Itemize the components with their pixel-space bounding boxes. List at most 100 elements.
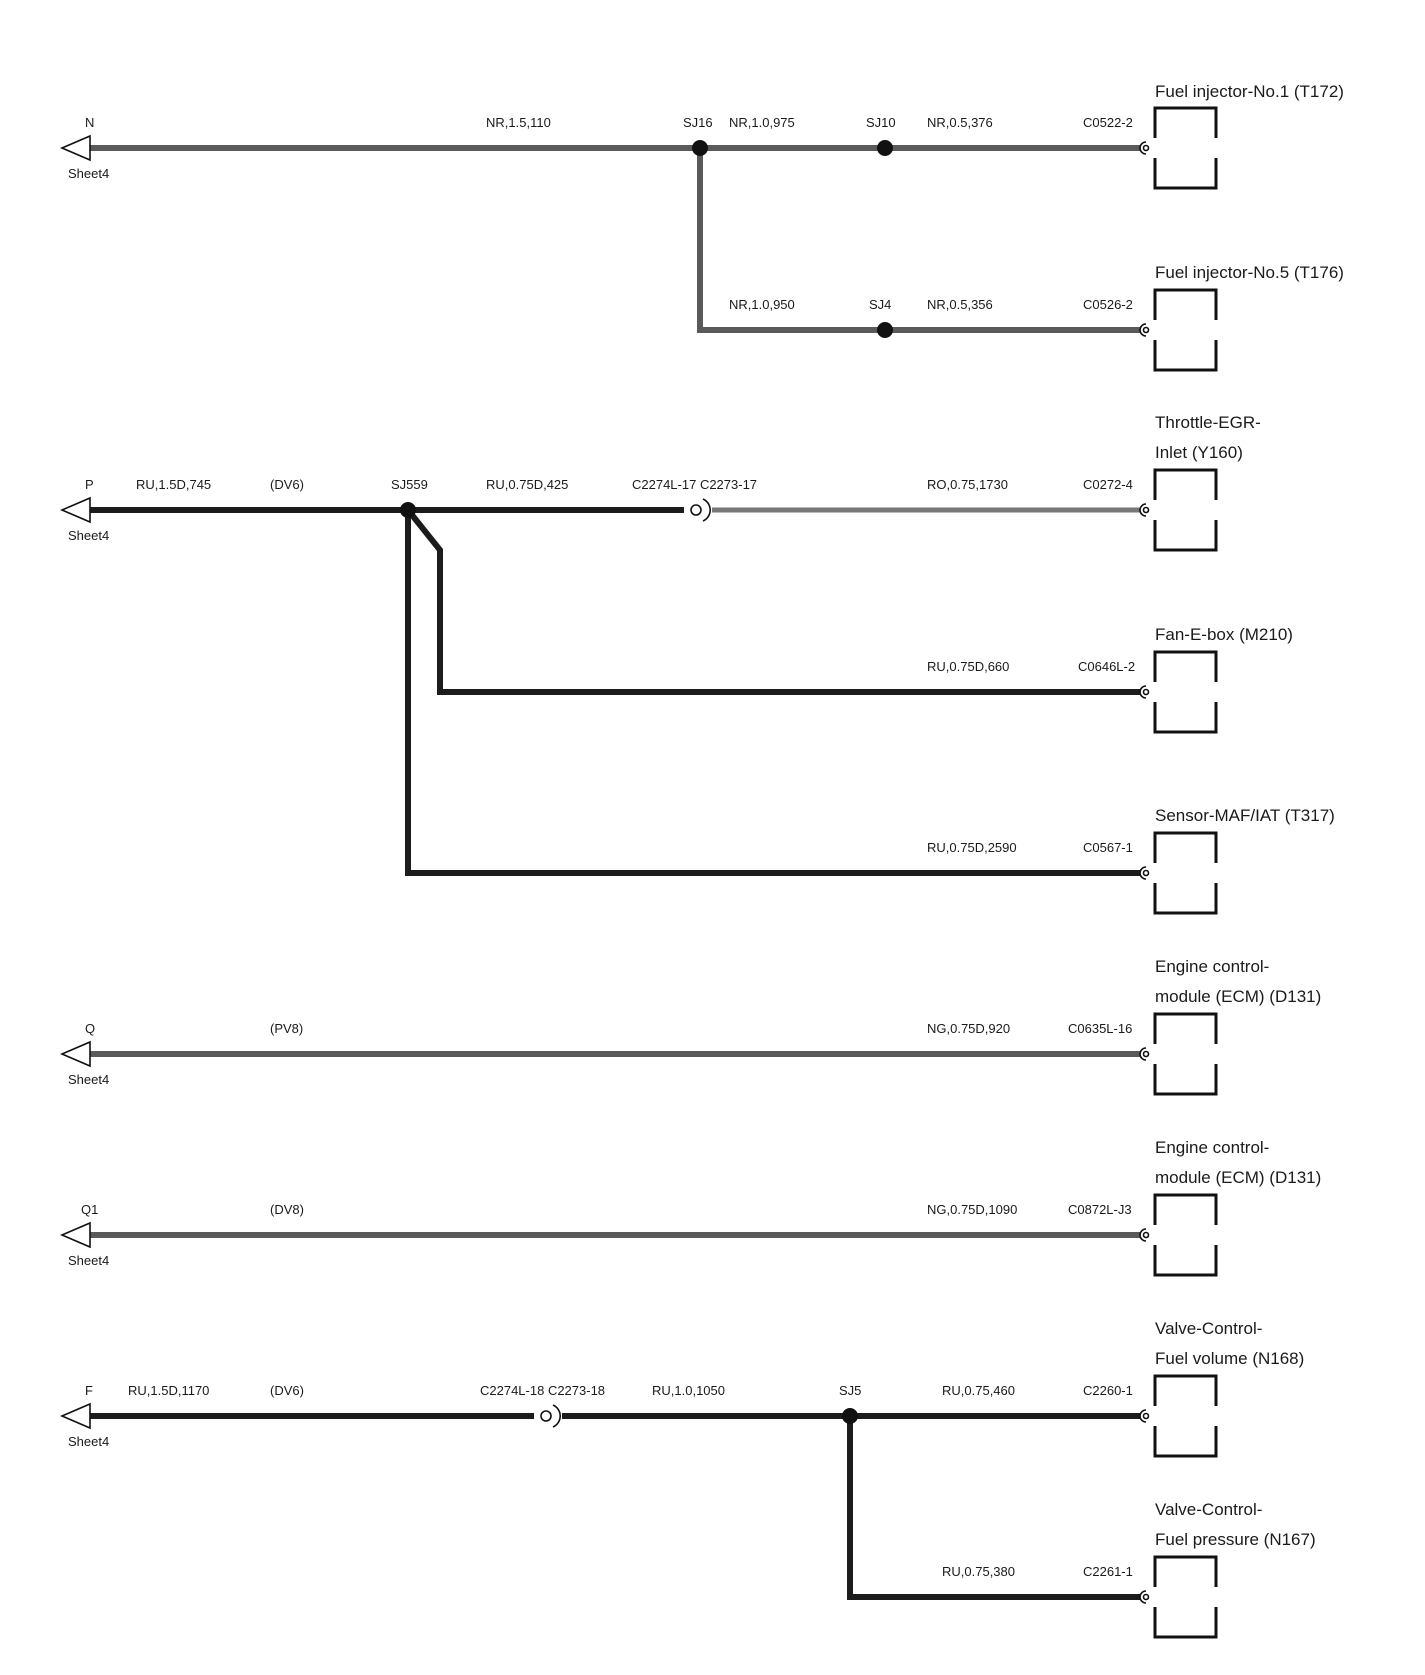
connector-label: C0272-4 — [1083, 477, 1133, 492]
connector-pin-icon — [1142, 688, 1150, 696]
component-title[interactable]: Fuel injector-No.1 (T172) — [1155, 82, 1344, 101]
component-title[interactable]: Engine control- — [1155, 957, 1269, 976]
inline-connector-icon[interactable] — [690, 498, 711, 522]
component-box-icon[interactable] — [1153, 831, 1218, 915]
component-box-icon[interactable] — [1153, 1555, 1218, 1639]
off-sheet-arrow-f[interactable] — [59, 1402, 91, 1430]
connector-pin-icon — [1142, 1231, 1150, 1239]
connector-label: C0872L-J3 — [1068, 1202, 1132, 1217]
inline-connector-label: C2274L-17 C2273-17 — [632, 477, 757, 492]
wire-label: NG,0.75D,1090 — [927, 1202, 1017, 1217]
inline-connector-icon[interactable] — [540, 1404, 561, 1428]
connector-pin-icon — [1142, 1593, 1150, 1601]
connector-pin-icon — [1139, 503, 1147, 517]
connector-pin-icon — [1139, 866, 1147, 880]
connector-pin-icon — [1142, 144, 1150, 152]
component-title[interactable]: Valve-Control- — [1155, 1500, 1262, 1519]
sheet-link-q1[interactable]: Sheet4 — [68, 1253, 109, 1268]
inline-connector-label: C2274L-18 C2273-18 — [480, 1383, 605, 1398]
connector-pin-icon — [1139, 323, 1147, 337]
wire-p-maf — [405, 510, 1140, 876]
wire-f-to-valve-pressure — [847, 1416, 1140, 1600]
port-label-p: P — [85, 477, 94, 492]
component-title[interactable]: Fan-E-box (M210) — [1155, 625, 1293, 644]
connector-pin-icon — [1139, 1590, 1147, 1604]
component-title[interactable]: Inlet (Y160) — [1155, 443, 1243, 462]
circuit-n: N Sheet4 NR,1.5,110 SJ16 NR,1.0,975 SJ10… — [59, 82, 1344, 372]
splice-label-sj5: SJ5 — [839, 1383, 861, 1398]
wire-p-fan — [405, 508, 1140, 695]
off-sheet-arrow-p[interactable] — [59, 496, 91, 524]
connector-pin-icon — [1142, 869, 1150, 877]
circuit-f: F Sheet4 RU,1.5D,1170 (DV6) C2274L-18 C2… — [59, 1319, 1316, 1639]
component-title[interactable]: Fuel injector-No.5 (T176) — [1155, 263, 1344, 282]
splice-label-sj16: SJ16 — [683, 115, 713, 130]
connector-pin-icon — [1139, 1228, 1147, 1242]
wire-label: RU,1.0,1050 — [652, 1383, 725, 1398]
wire-n-branch — [697, 148, 885, 333]
component-title[interactable]: Sensor-MAF/IAT (T317) — [1155, 806, 1335, 825]
port-label-f: F — [85, 1383, 93, 1398]
component-title[interactable]: Fuel pressure (N167) — [1155, 1530, 1316, 1549]
connector-pin-icon — [1139, 685, 1147, 699]
wire-label: RU,1.5D,1170 — [128, 1383, 209, 1398]
component-title[interactable]: module (ECM) (D131) — [1155, 987, 1321, 1006]
off-sheet-arrow-q1[interactable] — [59, 1221, 91, 1249]
component-box-icon[interactable] — [1153, 468, 1218, 552]
connector-pin-icon — [1139, 1047, 1147, 1061]
wire-label: RU,0.75,460 — [942, 1383, 1015, 1398]
component-title[interactable]: Throttle-EGR- — [1155, 413, 1261, 432]
splice-sj5 — [842, 1408, 858, 1424]
splice-sj559 — [400, 502, 416, 518]
splice-sj4 — [877, 322, 893, 338]
splice-sj16 — [692, 140, 708, 156]
splice-label-sj559: SJ559 — [391, 477, 428, 492]
sheet-link-f[interactable]: Sheet4 — [68, 1434, 109, 1449]
wire-label: NR,1.5,110 — [486, 115, 551, 130]
port-label-n: N — [85, 115, 94, 130]
connector-label: C0522-2 — [1083, 115, 1133, 130]
circuit-q1: Q1 Sheet4 (DV8) NG,0.75D,1090 C0872L-J3 … — [59, 1138, 1321, 1277]
wire-label: NG,0.75D,920 — [927, 1021, 1010, 1036]
connector-label: C2261-1 — [1083, 1564, 1133, 1579]
port-label-q1: Q1 — [81, 1202, 98, 1217]
variant-tag: (DV6) — [270, 477, 304, 492]
wire-label: RU,0.75D,2590 — [927, 840, 1017, 855]
component-title[interactable]: Engine control- — [1155, 1138, 1269, 1157]
wire-label: RU,0.75D,660 — [927, 659, 1009, 674]
component-box-icon[interactable] — [1153, 650, 1218, 734]
wire-label: RU,1.5D,745 — [136, 477, 211, 492]
connector-pin-icon — [1142, 506, 1150, 514]
variant-tag: (PV8) — [270, 1021, 303, 1036]
wire-label: NR,1.0,950 — [729, 297, 795, 312]
wire-label: RU,0.75,380 — [942, 1564, 1015, 1579]
connector-pin-icon — [1142, 1050, 1150, 1058]
component-title[interactable]: Valve-Control- — [1155, 1319, 1262, 1338]
component-title[interactable]: module (ECM) (D131) — [1155, 1168, 1321, 1187]
component-box-icon[interactable] — [1153, 1193, 1218, 1277]
component-box-icon[interactable] — [1153, 288, 1218, 372]
connector-label: C2260-1 — [1083, 1383, 1133, 1398]
circuit-q: Q Sheet4 (PV8) NG,0.75D,920 C0635L-16 En… — [59, 957, 1321, 1096]
sheet-link-n[interactable]: Sheet4 — [68, 166, 109, 181]
off-sheet-arrow-q[interactable] — [59, 1040, 91, 1068]
splice-label-sj10: SJ10 — [866, 115, 896, 130]
component-box-icon[interactable] — [1153, 1374, 1218, 1458]
component-title[interactable]: Fuel volume (N168) — [1155, 1349, 1304, 1368]
wire-label: NR,0.5,356 — [927, 297, 993, 312]
sheet-link-p[interactable]: Sheet4 — [68, 528, 109, 543]
connector-pin-icon — [1139, 1409, 1147, 1423]
connector-label: C0526-2 — [1083, 297, 1133, 312]
variant-tag: (DV6) — [270, 1383, 304, 1398]
sheet-link-q[interactable]: Sheet4 — [68, 1072, 109, 1087]
wire-label: NR,1.0,975 — [729, 115, 795, 130]
wire-label: RO,0.75,1730 — [927, 477, 1008, 492]
port-label-q: Q — [85, 1021, 95, 1036]
variant-tag: (DV8) — [270, 1202, 304, 1217]
component-box-icon[interactable] — [1153, 1012, 1218, 1096]
wire-label: RU,0.75D,425 — [486, 477, 568, 492]
component-box-icon[interactable] — [1153, 106, 1218, 190]
off-sheet-arrow-n[interactable] — [59, 134, 91, 162]
circuit-p: P Sheet4 RU,1.5D,745 (DV6) SJ559 RU,0.75… — [59, 413, 1335, 915]
